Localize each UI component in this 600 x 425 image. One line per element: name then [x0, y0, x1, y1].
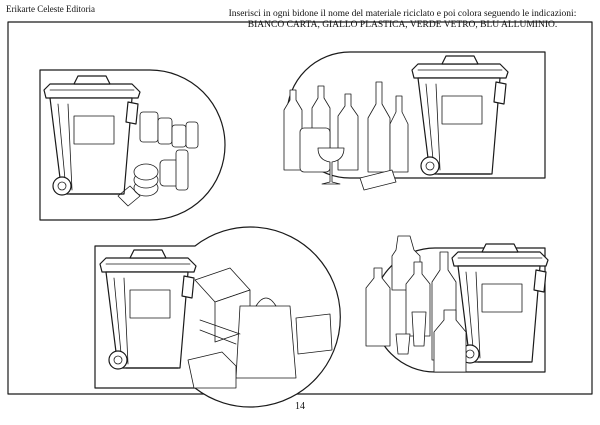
plastic-bottles-icon [365, 235, 467, 373]
panel-plastic [365, 235, 549, 373]
aluminium-cans-icon [117, 111, 199, 207]
page-frame [7, 21, 593, 395]
plastic-waste-bin-icon[interactable] [451, 243, 549, 364]
glass-bottles-icon [283, 81, 409, 191]
instructions: Inserisci in ogni bidone il nome del mat… [210, 9, 595, 31]
publisher-name: Erikarte Celeste Editoria [6, 4, 95, 14]
paper-waste-bin-icon[interactable] [99, 249, 197, 370]
instructions-line-1: Inserisci in ogni bidone il nome del mat… [228, 9, 577, 19]
glass-waste-bin-icon[interactable] [411, 55, 509, 176]
panel-paper [94, 226, 341, 408]
paper-boxes-icon [187, 267, 333, 389]
instructions-line-2: BIANCO CARTA, GIALLO PLASTICA, VERDE VET… [247, 20, 558, 30]
page-number: 14 [295, 401, 305, 412]
panel-aluminium [39, 69, 226, 221]
aluminium-waste-bin-icon[interactable] [43, 75, 141, 196]
panel-glass [283, 51, 546, 191]
